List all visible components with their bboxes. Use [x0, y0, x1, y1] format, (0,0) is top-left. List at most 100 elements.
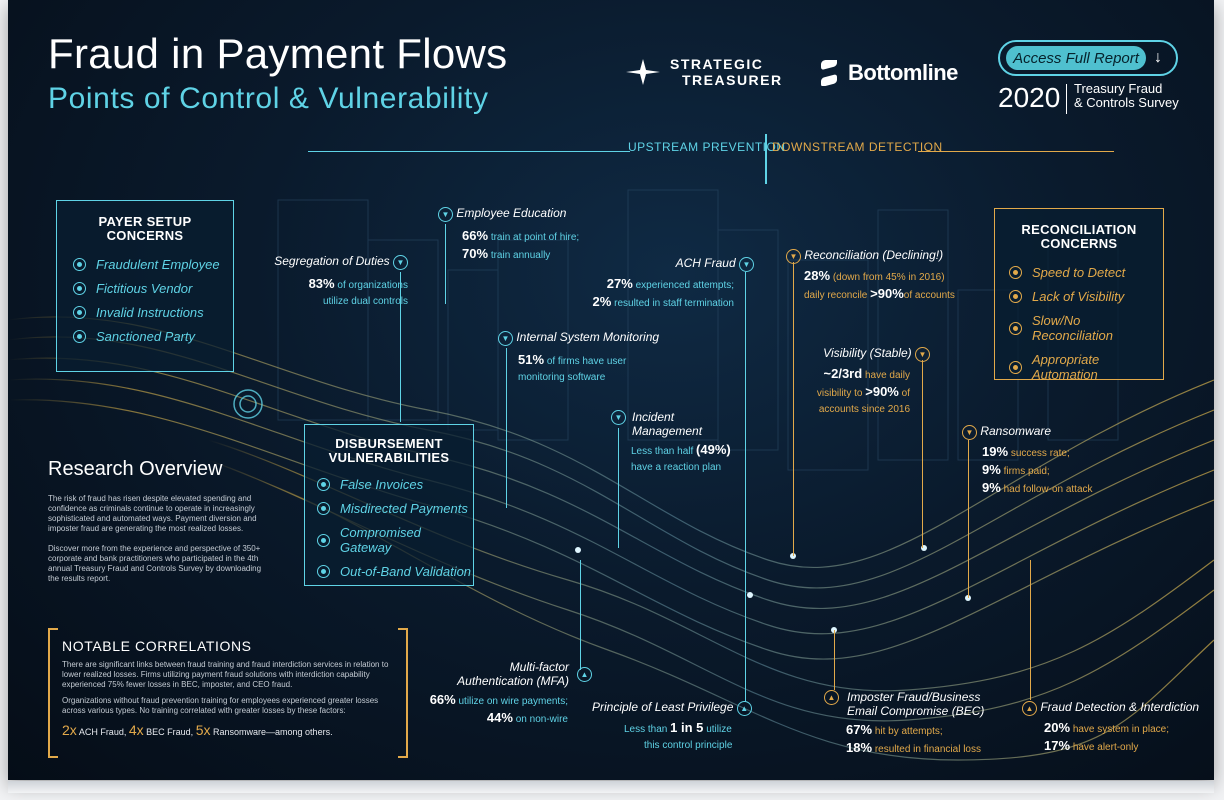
multiplier-2: 4x — [128, 722, 144, 738]
payer-item: Sanctioned Party — [73, 329, 233, 344]
chevron-down-icon: ▼ — [786, 249, 801, 264]
survey-name: Treasury Fraud & Controls Survey — [1074, 82, 1179, 110]
ransom-v2: 9% — [982, 462, 1001, 477]
connector-line — [968, 440, 969, 598]
concern-dot-icon — [317, 533, 330, 547]
survey-line2: & Controls Survey — [1074, 95, 1179, 110]
concern-dot-icon — [1009, 321, 1022, 335]
recon-item: Slow/No Reconciliation — [1009, 313, 1163, 343]
chevron-down-icon: ▼ — [611, 410, 626, 425]
access-full-report-button[interactable]: Access Full Report ↓ — [998, 40, 1178, 76]
notable-p1: There are significant links between frau… — [62, 660, 389, 689]
payer-item-label: Fraudulent Employee — [96, 257, 220, 272]
plp-v1: 1 in 5 — [670, 720, 704, 735]
recon-t1: (down from 45% in 2016) — [832, 272, 945, 283]
bec-t2: resulted in financial loss — [874, 744, 981, 755]
inc-t1: Less than half — [631, 446, 694, 457]
plp-t3: this control principle — [644, 740, 733, 751]
multiplier-2-label: BEC Fraud, — [146, 727, 194, 737]
vis-v2: >90% — [865, 384, 899, 399]
research-overview-text: The risk of fraud has risen despite elev… — [48, 494, 266, 584]
ach-v2: 2% — [592, 294, 612, 309]
mfa-v1: 66% — [429, 692, 456, 707]
research-p1: The risk of fraud has risen despite elev… — [48, 494, 257, 533]
vis-t4: accounts since 2016 — [818, 404, 910, 415]
notable-p2: Organizations without fraud prevention t… — [62, 696, 379, 715]
divider — [1066, 84, 1067, 114]
ism-t2: monitoring software — [518, 372, 606, 383]
ransom-t3: had follow-on attack — [1003, 484, 1093, 495]
fdi-v1: 20% — [1044, 720, 1071, 735]
logo1-line2: Treasurer — [682, 72, 783, 88]
upstream-line — [308, 151, 630, 152]
stat-visibility: Visibility (Stable) ▼ ~2/3rd have daily … — [788, 346, 930, 418]
compass-star-icon — [626, 59, 660, 85]
reconciliation-panel: RECONCILIATION CONCERNS Speed to Detect … — [994, 208, 1164, 382]
ransom-title: Ransomware — [980, 424, 1052, 438]
disb-item-label: False Invoices — [340, 477, 424, 492]
disb-item: False Invoices — [317, 477, 473, 492]
seg-v1: 83% — [308, 276, 335, 291]
bec-v1: 67% — [846, 722, 873, 737]
concern-dot-icon — [1009, 360, 1022, 374]
recon-title-2: CONCERNS — [1040, 236, 1118, 251]
fdi-t1: have system in place; — [1072, 724, 1169, 735]
inc-t2: have a reaction plan — [631, 462, 722, 473]
vis-t3: of — [901, 388, 910, 399]
payer-item-label: Sanctioned Party — [96, 329, 196, 344]
seg-title: Segregation of Duties — [274, 254, 390, 268]
payer-title-1: PAYER SETUP — [98, 214, 192, 229]
survey-year: 2020 — [998, 82, 1061, 113]
plp-t1: Less than — [624, 724, 668, 735]
connector-line — [745, 272, 746, 702]
page-title: Fraud in Payment Flows — [48, 30, 508, 77]
ach-v1: 27% — [606, 276, 633, 291]
disb-item-label: Misdirected Payments — [340, 501, 468, 516]
payer-title-2: CONCERNS — [106, 228, 184, 243]
recon-item-label: Speed to Detect — [1032, 265, 1126, 280]
payer-item-label: Fictitious Vendor — [96, 281, 193, 296]
mfa-title2: Authentication (MFA) — [457, 674, 569, 688]
ransom-v1: 19% — [982, 444, 1009, 459]
concern-dot-icon — [73, 282, 86, 295]
bec-t1: hit by attempts; — [874, 726, 943, 737]
chevron-down-icon: ▼ — [962, 425, 977, 440]
ach-title: ACH Fraud — [675, 256, 736, 270]
disb-item-label: Compromised Gateway — [340, 525, 421, 555]
downstream-label: DOWNSTREAM DETECTION — [772, 140, 943, 154]
upstream-label: UPSTREAM PREVENTION — [628, 140, 786, 154]
payer-item: Fraudulent Employee — [73, 257, 233, 272]
connector-line — [580, 560, 581, 670]
bottomline-logo: Bottomline — [818, 60, 958, 86]
recon-item: Appropriate Automation — [1009, 352, 1163, 382]
connector-line — [618, 428, 619, 548]
recon-item: Lack of Visibility — [1009, 289, 1163, 304]
research-p2: Discover more from the experience and pe… — [48, 544, 262, 583]
ransom-t2: firms paid; — [1003, 466, 1050, 477]
notable-title: NOTABLE CORRELATIONS — [62, 638, 252, 654]
recon-t2: daily reconcile — [804, 290, 868, 301]
survey-line1: Treasury Fraud — [1074, 81, 1163, 96]
logo1-line1: Strategic — [670, 56, 764, 72]
edu-v1: 66% — [462, 228, 489, 243]
payer-item-label: Invalid Instructions — [96, 305, 204, 320]
seg-t2: utilize dual controls — [322, 296, 408, 307]
payer-item: Fictitious Vendor — [73, 281, 233, 296]
chevron-down-icon: ▼ — [438, 207, 453, 222]
multiplier-3-label: Ransomware—among others. — [213, 727, 333, 737]
vis-t1: have daily — [864, 370, 910, 381]
concern-dot-icon — [317, 478, 330, 491]
connector-line — [793, 262, 794, 556]
mfa-title1: Multi-factor — [509, 660, 569, 674]
seg-t1: of organizations — [337, 280, 408, 291]
payer-item: Invalid Instructions — [73, 305, 233, 320]
bec-v2: 18% — [846, 740, 873, 755]
concern-dot-icon — [1009, 266, 1022, 279]
chevron-up-icon: ▲ — [1022, 701, 1037, 716]
stat-education: ▼ Employee Education 66% train at point … — [438, 206, 608, 264]
infographic: Fraud in Payment Flows Points of Control… — [8, 0, 1214, 780]
vis-t2: visibility to — [816, 388, 863, 399]
bottomline-wordmark: Bottomline — [848, 60, 958, 85]
recon-item: Speed to Detect — [1009, 265, 1163, 280]
